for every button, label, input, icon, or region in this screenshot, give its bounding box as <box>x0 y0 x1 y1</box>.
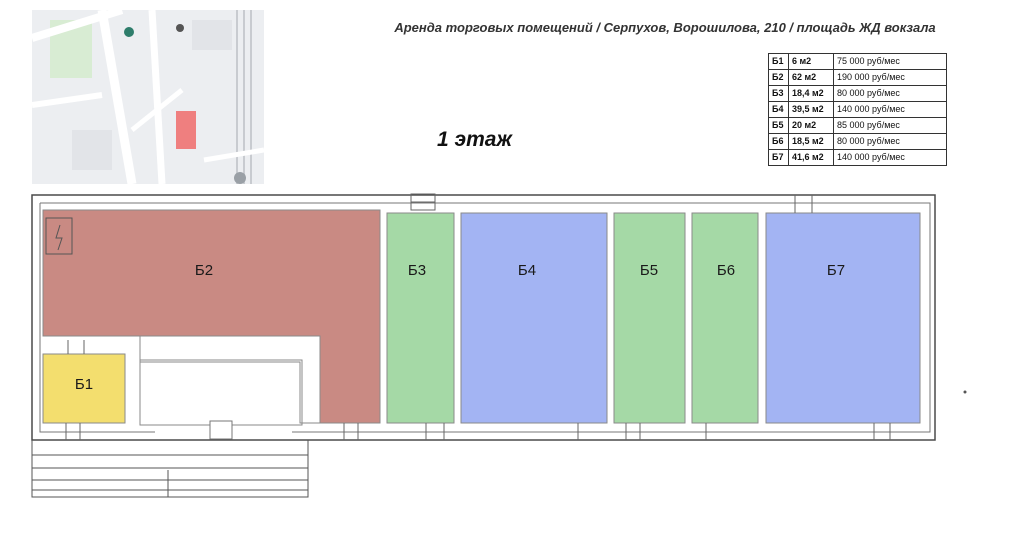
unit-b4-label: Б4 <box>518 262 536 279</box>
unit-b5-label: Б5 <box>640 262 658 279</box>
unit-b4-area[interactable] <box>460 212 608 424</box>
unit-b3-area[interactable] <box>386 212 455 424</box>
target-building-marker <box>176 111 196 149</box>
inner-wall <box>39 202 931 433</box>
entrance-box <box>209 420 233 440</box>
unit-b1-area[interactable] <box>42 353 126 424</box>
front-stairs <box>31 440 309 498</box>
unit-b3-label: Б3 <box>408 262 426 279</box>
map-graphic <box>32 10 264 184</box>
page-title: Аренда торговых помещений / Серпухов, Во… <box>394 20 936 35</box>
corridor-block <box>139 335 321 424</box>
unit-b7-area[interactable] <box>765 212 921 424</box>
unit-b6-label: Б6 <box>717 262 735 279</box>
building-outline <box>31 194 936 441</box>
unit-b6-area[interactable] <box>691 212 759 424</box>
unit-b5-area[interactable] <box>613 212 686 424</box>
door-marks <box>65 193 891 440</box>
unit-b7-label: Б7 <box>827 262 845 279</box>
unit-b2-label: Б2 <box>195 262 213 279</box>
floor-label: 1 этаж <box>437 128 512 151</box>
unit-b1-label: Б1 <box>75 376 93 393</box>
unit-price-cell: 140 000 руб/мес <box>833 149 947 166</box>
location-map[interactable] <box>32 10 264 184</box>
electrical-panel <box>45 217 73 255</box>
lightning-icon <box>55 224 63 251</box>
lobby-area <box>139 359 303 426</box>
dot-mark <box>963 390 967 394</box>
